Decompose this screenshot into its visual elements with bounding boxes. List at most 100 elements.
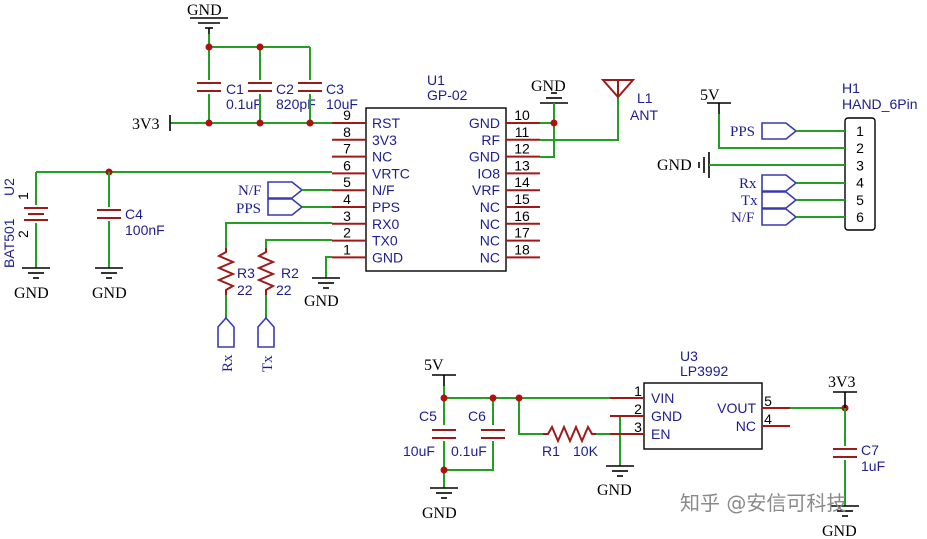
u3-pin-name: GND [651, 408, 682, 424]
u1-pin-num: 12 [514, 141, 530, 157]
r1-value: 10K [573, 443, 599, 459]
c5-value: 10uF [403, 443, 435, 459]
flag-nf-u1-label: N/F [238, 183, 261, 199]
c3-value: 10uF [326, 96, 358, 112]
net-label-3v3-ldo: 3V3 [828, 374, 856, 391]
power-3v3-ldo: 3V3 [828, 374, 857, 408]
junction-dot [205, 43, 213, 51]
net-flag-pps-u1: PPS [236, 198, 304, 217]
u1-pin-num: 4 [343, 191, 351, 207]
u1-ref: U1 [427, 72, 445, 88]
u3-pin-num: 4 [764, 411, 772, 427]
u1-pin-name: NC [480, 249, 500, 265]
flag-rx-label: Rx [220, 354, 236, 372]
u1-pin-name: IO8 [477, 165, 500, 181]
net-label-5v-h1: 5V [700, 87, 720, 104]
u1-pin-name: GND [469, 115, 500, 131]
gnd-symbol-u3: GND [597, 465, 634, 499]
h1-pin-num: 4 [856, 175, 864, 191]
u1-pin-num: 1 [343, 241, 351, 257]
flag-tx-label: Tx [260, 355, 276, 372]
antenna-l1: L1 ANT [600, 79, 658, 123]
c3-ref: C3 [326, 81, 344, 97]
u1-pin-num: 6 [343, 157, 351, 173]
power-5v-ldo: 5V [424, 357, 456, 386]
h1-pin-num: 6 [856, 209, 864, 225]
u1-value: GP-02 [427, 87, 468, 103]
capacitor-c4: C4 100nF [97, 172, 165, 268]
u1-pin-name: NC [480, 199, 500, 215]
resistor-r3: R3 22 [216, 248, 255, 318]
u1-pin-name: NC [480, 216, 500, 232]
c6-ref: C6 [468, 408, 486, 424]
u3-pin-name: VIN [651, 390, 674, 406]
u1-pin-name: VRTC [372, 165, 410, 181]
r3-value: 22 [237, 282, 253, 298]
flag-tx-h1-label: Tx [741, 193, 758, 209]
r3-ref: R3 [237, 265, 255, 281]
u1-pin-num: 14 [514, 174, 530, 190]
u1-pin-name: GND [372, 249, 403, 265]
u1-pin-num: 5 [343, 174, 351, 190]
flag-pps-u1-label: PPS [236, 201, 261, 217]
resistor-r1: R1 10K [542, 424, 599, 459]
net-flag-nf-h1: N/F [731, 208, 798, 226]
junction-dot [256, 43, 264, 51]
u1-pin-num: 17 [514, 225, 530, 241]
u1-pin-name: GND [469, 149, 500, 165]
u1-pin-name: RST [372, 115, 400, 131]
c4-value: 100nF [125, 222, 165, 238]
u3-pin-num: 2 [634, 401, 642, 417]
capacitor-c6: C6 0.1uF [444, 408, 505, 471]
c2-ref: C2 [276, 81, 294, 97]
capacitor-c1: C1 0.1uF [197, 47, 262, 123]
u3-pin-num: 5 [764, 393, 772, 409]
junction-dot [440, 394, 448, 402]
c1-ref: C1 [226, 81, 244, 97]
gnd-label-u3: GND [597, 482, 632, 499]
battery-u2: U2 BAT501 1 2 [1, 178, 48, 268]
watermark: 知乎 @安信可科技 [680, 491, 846, 515]
c4-ref: C4 [125, 206, 143, 222]
r1-ref: R1 [542, 443, 560, 459]
u1-pin-num: 8 [343, 124, 351, 140]
gnd-label-u2: GND [14, 285, 49, 302]
c6-value: 0.1uF [451, 443, 487, 459]
junction-dot [550, 119, 558, 127]
gnd-symbol-u1-right: GND [531, 78, 568, 104]
u1-pin-name: RX0 [372, 216, 399, 232]
h1-pin-num: 1 [856, 123, 864, 139]
junction-dot [205, 119, 213, 127]
junction-dot [256, 119, 264, 127]
junction-dot [440, 466, 448, 474]
gnd-label-c7: GND [822, 523, 857, 539]
u1-pin-num: 2 [343, 225, 351, 241]
flag-nf-h1-label: N/F [731, 210, 754, 226]
gnd-symbol-h1: GND [657, 152, 710, 178]
u3-pin-name: VOUT [717, 400, 756, 416]
u1-pin-name: RF [481, 132, 500, 148]
u3-ref: U3 [680, 348, 698, 364]
net-flag-tx: Tx [257, 316, 276, 372]
h1-pin-num: 3 [856, 157, 864, 173]
h1-pin-num: 2 [856, 140, 864, 156]
flag-pps-h1-label: PPS [730, 124, 755, 140]
gnd-symbol-u1-pin1: GND [304, 277, 340, 310]
c1-value: 0.1uF [226, 96, 262, 112]
u1-pin-num: 10 [514, 107, 530, 123]
capacitor-c7: C7 1uF [833, 408, 885, 506]
u3-pin-num: 3 [634, 419, 642, 435]
gnd-symbol-top: GND [187, 2, 228, 34]
u2-pin1: 1 [15, 192, 31, 200]
c7-ref: C7 [861, 442, 879, 458]
u1-pin-name: N/F [372, 182, 395, 198]
gnd-symbol-c7: GND [822, 505, 859, 539]
u1-pin-num: 15 [514, 191, 530, 207]
gnd-symbol-c5: GND [422, 487, 458, 522]
u1-pin-num: 3 [343, 208, 351, 224]
